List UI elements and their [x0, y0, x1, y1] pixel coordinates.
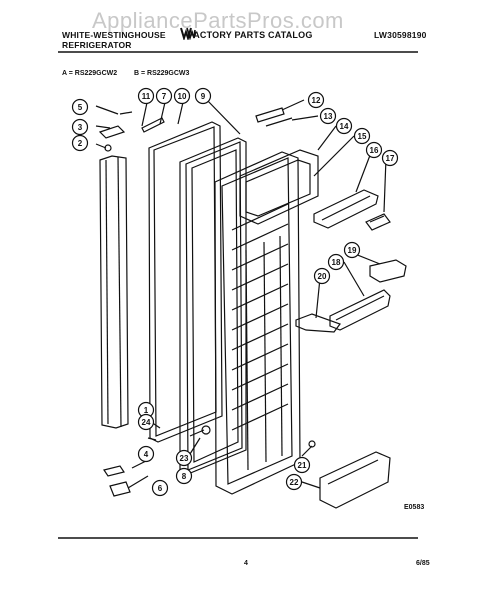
brand-name: WHITE-WESTINGHOUSE: [62, 30, 166, 40]
hinge-shim: [98, 125, 126, 139]
figure-code: E0583: [404, 504, 425, 511]
callout-number: 23: [180, 454, 189, 463]
callout-circle: [307, 91, 325, 109]
callout-circle: [137, 87, 155, 105]
crisper-bin: [319, 451, 391, 509]
page-number: 4: [244, 560, 248, 567]
callout-circle: [293, 456, 311, 474]
callout-number: 14: [340, 122, 349, 131]
catalog-date: 6/85: [416, 560, 430, 567]
callout-number: 8: [182, 472, 187, 481]
callout-circle: [313, 267, 331, 285]
callout-circle: [381, 149, 399, 167]
shelf-bracket: [295, 259, 407, 333]
screw-icon: [308, 440, 316, 448]
callout-circle: [327, 253, 345, 271]
callout-circle: [173, 87, 191, 105]
callout-number: 2: [78, 139, 83, 148]
callout-number: 4: [144, 450, 149, 459]
top-hinge: [255, 107, 285, 123]
catalog-title: FACTORY PARTS CATALOG: [188, 30, 313, 40]
dairy-compartment: [239, 149, 319, 225]
callout-number: 18: [332, 258, 341, 267]
callout-number: 10: [178, 92, 187, 101]
callout-circle: [319, 107, 337, 125]
model-a-label: A = RS229GCW2: [62, 70, 118, 77]
document-number: LW30598190: [374, 30, 427, 40]
callout-number: 12: [312, 96, 321, 105]
callout-circle: [71, 134, 89, 152]
callout-circle: [151, 479, 169, 497]
callout-number: 3: [78, 123, 83, 132]
callout-number: 19: [348, 246, 357, 255]
door-shelf-lower: [329, 289, 391, 331]
callout-circle: [71, 118, 89, 136]
bottom-hinge: [109, 481, 131, 497]
callout-circle: [365, 141, 383, 159]
trim-clip: [141, 117, 165, 133]
ww-logo-icon: [180, 27, 196, 40]
callout-number: 20: [318, 272, 327, 281]
callout-number: 24: [142, 418, 151, 427]
callout-circle: [155, 87, 173, 105]
bottom-hinge-cover: [103, 465, 125, 477]
callout-number: 5: [78, 103, 83, 112]
callout-circle: [71, 98, 89, 116]
callout-circle: [353, 127, 371, 145]
shelf-retainer: [365, 213, 391, 231]
callout-number: 13: [324, 112, 333, 121]
callout-number: 15: [358, 132, 367, 141]
door-stop-icon: [201, 425, 211, 435]
callout-circle: [175, 467, 193, 485]
hinge-screw: [265, 117, 293, 127]
callout-number: 11: [142, 92, 151, 101]
callout-circle: [137, 445, 155, 463]
callout-circle: [137, 413, 155, 431]
callout-number: 22: [290, 478, 299, 487]
callout-circle: [194, 87, 212, 105]
callout-circle: [285, 473, 303, 491]
model-b-label: B = RS229GCW3: [134, 70, 190, 77]
callout-circle: [175, 449, 193, 467]
callout-number: 7: [162, 92, 167, 101]
appliance-category: REFRIGERATOR: [62, 40, 132, 50]
callout-number: 17: [386, 154, 395, 163]
callout-number: 21: [298, 461, 307, 470]
breaker-strip: [99, 155, 129, 429]
callout-number: 9: [201, 92, 206, 101]
callout-circle: [335, 117, 353, 135]
callout-number: 6: [158, 484, 163, 493]
door-shelf-upper: [313, 189, 379, 229]
hinge-pin: [119, 111, 133, 115]
callout-circle: [343, 241, 361, 259]
callout-number: 1: [144, 406, 149, 415]
callout-number: 16: [370, 146, 379, 155]
door-panel-frame: [179, 137, 247, 475]
watermark: AppliancePartsPros.com: [92, 8, 344, 33]
